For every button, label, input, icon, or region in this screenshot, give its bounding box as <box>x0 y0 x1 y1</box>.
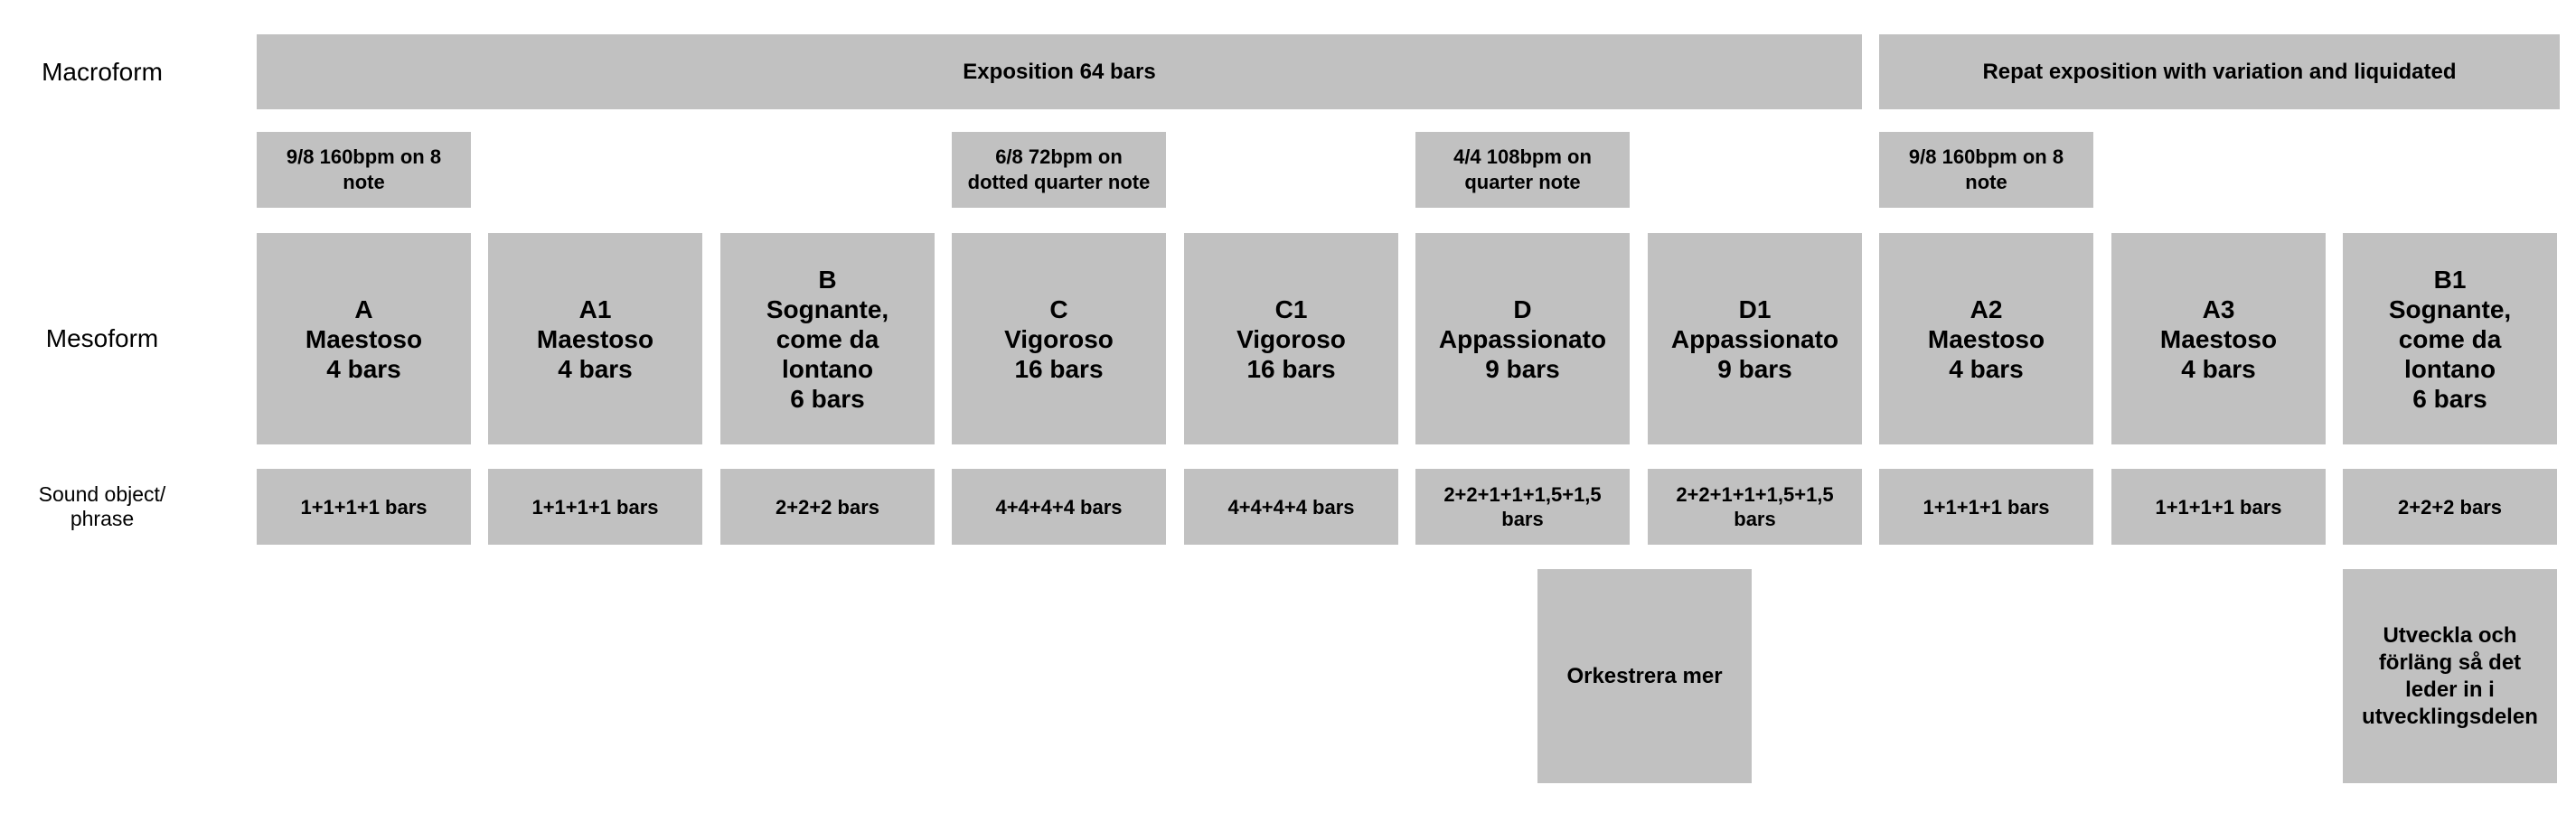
sound-object-box-4: 4+4+4+4 bars <box>952 469 1166 545</box>
sound-object-box-2: 1+1+1+1 bars <box>488 469 702 545</box>
mesoform-box-b: B Sognante, come da lontano 6 bars <box>720 233 935 444</box>
macroform-bar-repeat-exposition: Repat exposition with variation and liqu… <box>1879 34 2560 109</box>
sound-object-box-1: 1+1+1+1 bars <box>257 469 471 545</box>
mesoform-box-d: D Appassionato 9 bars <box>1415 233 1630 444</box>
annotation-box-develop-extend: Utveckla och förläng så det leder in i u… <box>2343 569 2557 783</box>
mesoform-box-b1: B1 Sognante, come da lontano 6 bars <box>2343 233 2557 444</box>
sound-object-box-7: 2+2+1+1+1,5+1,5 bars <box>1648 469 1862 545</box>
row-label-macroform: Macroform <box>42 57 163 86</box>
sound-object-box-3: 2+2+2 bars <box>720 469 935 545</box>
mesoform-box-c1: C1 Vigoroso 16 bars <box>1184 233 1398 444</box>
tempo-box-3: 4/4 108bpm on quarter note <box>1415 132 1630 208</box>
sound-object-box-8: 1+1+1+1 bars <box>1879 469 2093 545</box>
mesoform-box-a2: A2 Maestoso 4 bars <box>1879 233 2093 444</box>
mesoform-box-a3: A3 Maestoso 4 bars <box>2111 233 2326 444</box>
mesoform-box-a1: A1 Maestoso 4 bars <box>488 233 702 444</box>
row-label-sound-object-phrase: Sound object/ phrase <box>38 482 166 530</box>
row-label-mesoform: Mesoform <box>45 324 159 352</box>
sound-object-box-9: 1+1+1+1 bars <box>2111 469 2326 545</box>
tempo-box-1: 9/8 160bpm on 8 note <box>257 132 471 208</box>
sound-object-box-6: 2+2+1+1+1,5+1,5 bars <box>1415 469 1630 545</box>
tempo-box-2: 6/8 72bpm on dotted quarter note <box>952 132 1166 208</box>
mesoform-box-a: A Maestoso 4 bars <box>257 233 471 444</box>
mesoform-box-d1: D1 Appassionato 9 bars <box>1648 233 1862 444</box>
sound-object-box-5: 4+4+4+4 bars <box>1184 469 1398 545</box>
mesoform-box-c: C Vigoroso 16 bars <box>952 233 1166 444</box>
macroform-bar-exposition: Exposition 64 bars <box>257 34 1862 109</box>
tempo-box-4: 9/8 160bpm on 8 note <box>1879 132 2093 208</box>
annotation-box-orchestrate-more: Orkestrera mer <box>1537 569 1752 783</box>
sound-object-box-10: 2+2+2 bars <box>2343 469 2557 545</box>
